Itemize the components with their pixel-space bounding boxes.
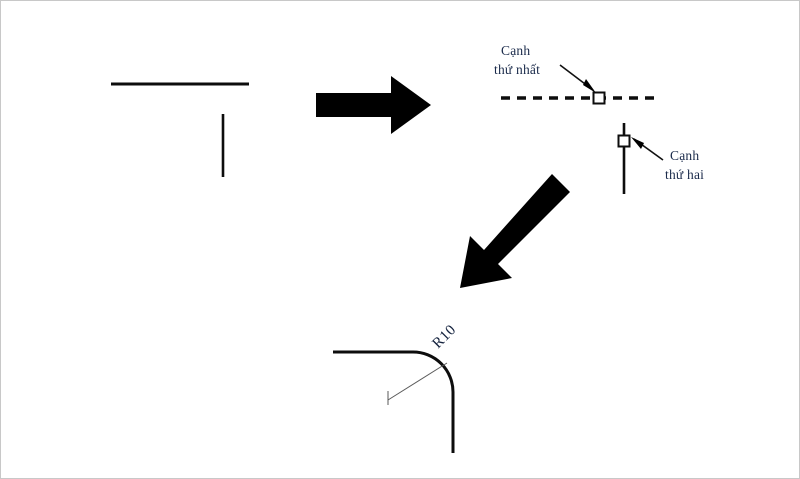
step2-to-step3-arrow bbox=[460, 174, 570, 288]
radius-label: R10 bbox=[430, 322, 460, 352]
second-edge-leader-arrowhead bbox=[631, 137, 644, 149]
first-edge-leader-arrowhead bbox=[583, 79, 596, 93]
second-edge-grip-square bbox=[617, 134, 631, 148]
first-edge-label-line2: thứ nhất bbox=[494, 62, 540, 77]
first-edge-label-line1: Cạnh bbox=[501, 43, 530, 58]
step1-group bbox=[111, 82, 249, 177]
first-edge-leader bbox=[559, 64, 596, 93]
step2-group: Cạnh thứ nhất Cạnh thứ hai bbox=[494, 43, 704, 194]
second-edge-label-line2: thứ hai bbox=[665, 167, 704, 182]
step1-to-step2-arrow bbox=[316, 76, 431, 134]
second-edge-leader bbox=[631, 137, 664, 161]
second-edge-label-line1: Cạnh bbox=[670, 148, 699, 163]
right-arrow-icon bbox=[316, 76, 431, 134]
diagonal-arrow-icon bbox=[460, 174, 570, 288]
first-edge-grip-square bbox=[592, 91, 606, 105]
radius-leader-line bbox=[387, 362, 448, 401]
step3-group: R10 bbox=[333, 322, 459, 453]
fillet-arc bbox=[412, 350, 455, 393]
